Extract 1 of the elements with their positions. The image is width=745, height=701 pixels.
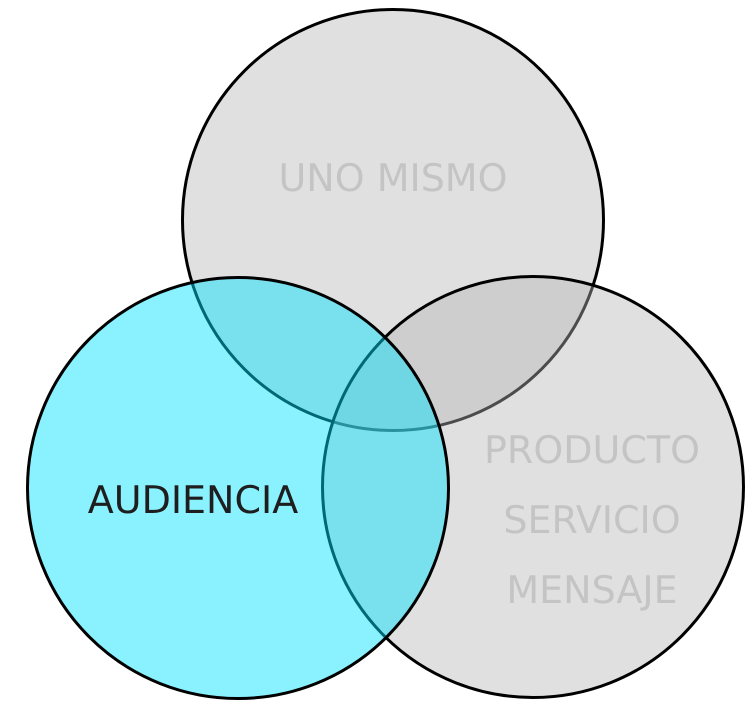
circle-label: AUDIENCIA bbox=[86, 478, 300, 522]
